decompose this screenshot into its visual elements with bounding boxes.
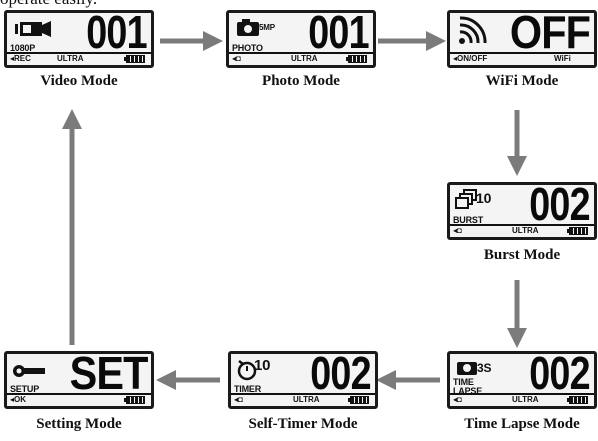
burst-count: 10: [476, 190, 492, 206]
timer-sub: TIMER: [234, 384, 261, 394]
battery-icon: [346, 55, 367, 63]
status-bar: ◂◘ ULTRA: [450, 393, 594, 406]
status-bar: ◂◘ ULTRA: [450, 224, 594, 237]
battery-icon: [567, 396, 588, 404]
battery-icon: [124, 55, 145, 63]
timelapse-interval: 3S: [477, 361, 492, 375]
label-photo-mode: Photo Mode: [262, 73, 340, 89]
quality-label: ULTRA: [293, 395, 320, 404]
quality-label: ULTRA: [512, 226, 539, 235]
label-video-mode: Video Mode: [40, 73, 118, 89]
lcd-wifi-mode: OFF ◂ON/OFF WiFi: [447, 10, 597, 68]
lcd-setting-mode: SETUP SET ◂OK: [4, 351, 154, 409]
quality-label: ULTRA: [291, 54, 318, 63]
burst-frames-icon: [455, 189, 477, 209]
video-resolution: 1080P: [10, 43, 36, 53]
status-bar: ◂ON/OFF WiFi: [450, 52, 594, 65]
status-bar: ◂◘ ULTRA: [229, 52, 373, 65]
label-burst-mode: Burst Mode: [483, 247, 561, 263]
lcd-video-mode: 1080P 001 ◂REC ULTRA: [4, 10, 154, 68]
burst-sub: BURST: [453, 215, 483, 225]
photo-sub: PHOTO: [232, 43, 263, 53]
photo-counter: 001: [308, 10, 370, 58]
lcd-burst-mode: 10 BURST 002 ◂◘ ULTRA: [447, 182, 597, 240]
status-bar: ◂OK: [7, 393, 151, 406]
lcd-photo-mode: 5MP PHOTO 001 ◂◘ ULTRA: [226, 10, 376, 68]
status-bar: ◂◘ ULTRA: [231, 393, 375, 406]
timelapse-camera-icon: [457, 362, 477, 375]
camera-icon: [237, 19, 259, 36]
quality-label: ULTRA: [512, 395, 539, 404]
stopwatch-icon: [237, 360, 257, 381]
wifi-signal-icon: [459, 16, 487, 44]
video-counter: 001: [86, 10, 148, 58]
battery-icon: [124, 396, 145, 404]
camera-hint-icon: ◂◘: [453, 226, 462, 235]
wrench-icon: [13, 365, 45, 377]
top-caption: operate easily.: [0, 0, 97, 9]
wifi-label: WiFi: [554, 54, 571, 63]
burst-counter: 002: [529, 182, 591, 230]
label-wifi-mode: WiFi Mode: [485, 73, 559, 89]
photo-resolution: 5MP: [259, 23, 275, 32]
quality-label: ULTRA: [57, 54, 84, 63]
label-setting-mode: Setting Mode: [36, 416, 122, 432]
setting-value: SET: [69, 351, 148, 399]
ok-hint: ◂OK: [10, 395, 27, 404]
setting-sub: SETUP: [10, 384, 40, 394]
rec-hint: ◂REC: [10, 54, 31, 63]
timer-counter: 002: [310, 351, 372, 399]
wifi-status: OFF: [509, 10, 591, 58]
label-timelapse-mode: Time Lapse Mode: [464, 416, 580, 432]
camera-hint-icon: ◂◘: [232, 54, 241, 63]
timelapse-counter: 002: [529, 351, 591, 399]
battery-icon: [567, 227, 588, 235]
onoff-hint: ◂ON/OFF: [453, 54, 488, 63]
video-camera-icon: [15, 21, 51, 37]
lcd-selftimer-mode: 10 TIMER 002 ◂◘ ULTRA: [228, 351, 378, 409]
status-bar: ◂REC ULTRA: [7, 52, 151, 65]
camera-hint-icon: ◂◘: [453, 395, 462, 404]
battery-icon: [348, 396, 369, 404]
label-selftimer-mode: Self-Timer Mode: [248, 416, 358, 432]
timer-seconds: 10: [254, 357, 271, 374]
camera-hint-icon: ◂◘: [234, 395, 243, 404]
